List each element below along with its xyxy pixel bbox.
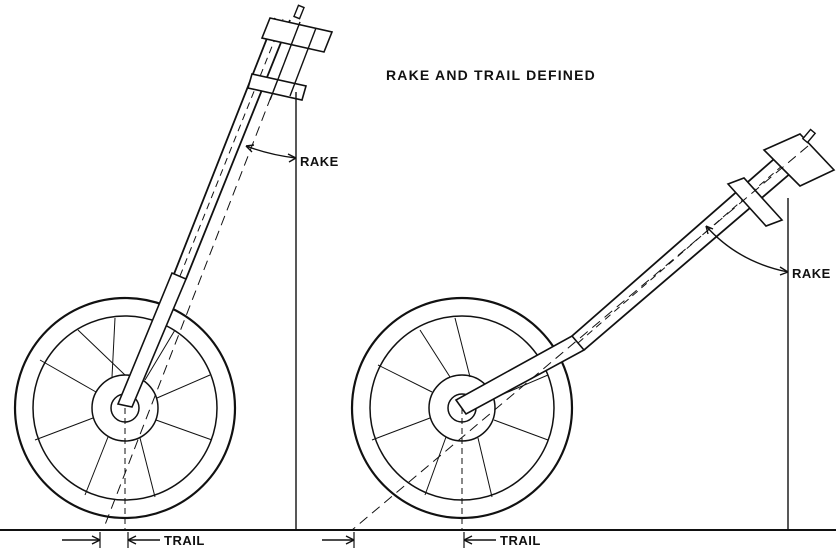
right-lower-clamp: [726, 177, 784, 227]
left-steering-axis: [102, 21, 301, 531]
right-steering-axis: [351, 145, 809, 531]
left-rake-arc: [245, 145, 297, 159]
right-trail-label: TRAIL: [500, 533, 541, 548]
left-fork-assembly: [13, 4, 334, 548]
left-lower-slider: [116, 271, 188, 408]
right-rake-label: RAKE: [792, 266, 831, 281]
right-upper-clamp: [762, 133, 836, 187]
diagram-title: RAKE AND TRAIL DEFINED: [386, 67, 596, 83]
left-trail-label: TRAIL: [164, 533, 205, 548]
left-rake-label: RAKE: [300, 154, 339, 169]
right-lower-slider: [454, 334, 586, 416]
left-upper-clamp: [260, 17, 334, 53]
right-rake-arc: [705, 225, 789, 273]
right-fork-assembly: [322, 128, 836, 548]
